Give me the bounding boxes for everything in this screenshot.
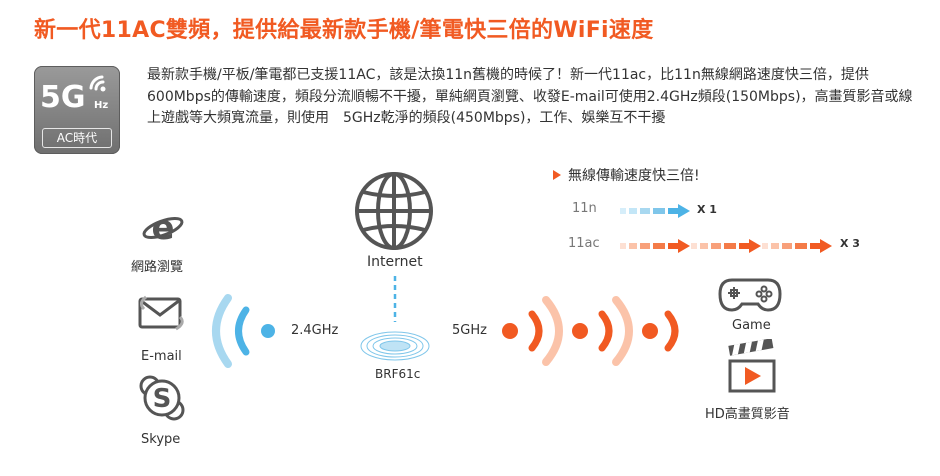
app-label-skype: Skype (141, 432, 181, 447)
router-icon (360, 331, 430, 361)
bullet-arrow-icon (553, 170, 561, 180)
app-label-hd-video: HD高畫質影音 (705, 407, 790, 422)
page-title: 新一代11AC雙頻，提供給最新款手機/筆電快三倍的WiFi速度 (34, 18, 654, 43)
internet-label: Internet (367, 254, 423, 270)
svg-text:e: e (151, 210, 174, 246)
speed-label-11n: 11n (572, 201, 597, 216)
speed-label-11ac: 11ac (568, 236, 600, 251)
app-label-email: E-mail (141, 349, 182, 364)
speed-heading: 無線傳輸速度快三倍! (568, 168, 700, 184)
skype-icon: S (139, 375, 185, 421)
app-label-browser: 網路瀏覽 (131, 260, 184, 275)
speed-bar-11ac (620, 239, 832, 253)
speed-multiplier-11ac: X 3 (840, 237, 860, 250)
gamepad-icon (718, 278, 782, 312)
band-24ghz-label: 2.4GHz (291, 323, 339, 338)
svg-text:S: S (153, 384, 172, 414)
wifi-5ghz-waves (502, 296, 679, 366)
internet-link-dashes (393, 276, 397, 322)
wifi-signal-icon (89, 75, 106, 92)
badge-ac-era: AC時代 (42, 128, 112, 148)
video-icon (728, 339, 776, 393)
band-5ghz-label: 5GHz (452, 323, 487, 338)
browser-icon: e (142, 210, 184, 246)
5g-ac-badge: 5G Hz AC時代 (34, 66, 120, 154)
badge-hz-text: Hz (94, 100, 109, 111)
globe-icon (355, 172, 433, 250)
description-paragraph: 最新款手機/平板/筆電都已支援11AC，該是汰換11n舊機的時候了！新一代11a… (147, 67, 913, 126)
router-model-label: BRF61c (375, 367, 421, 381)
speed-bar-11n (620, 204, 690, 218)
wifi-24ghz-waves (212, 294, 275, 368)
speed-multiplier-11n: X 1 (697, 203, 717, 216)
badge-5g-text: 5G (40, 80, 86, 115)
app-label-game: Game (732, 318, 771, 333)
email-icon (138, 295, 184, 331)
